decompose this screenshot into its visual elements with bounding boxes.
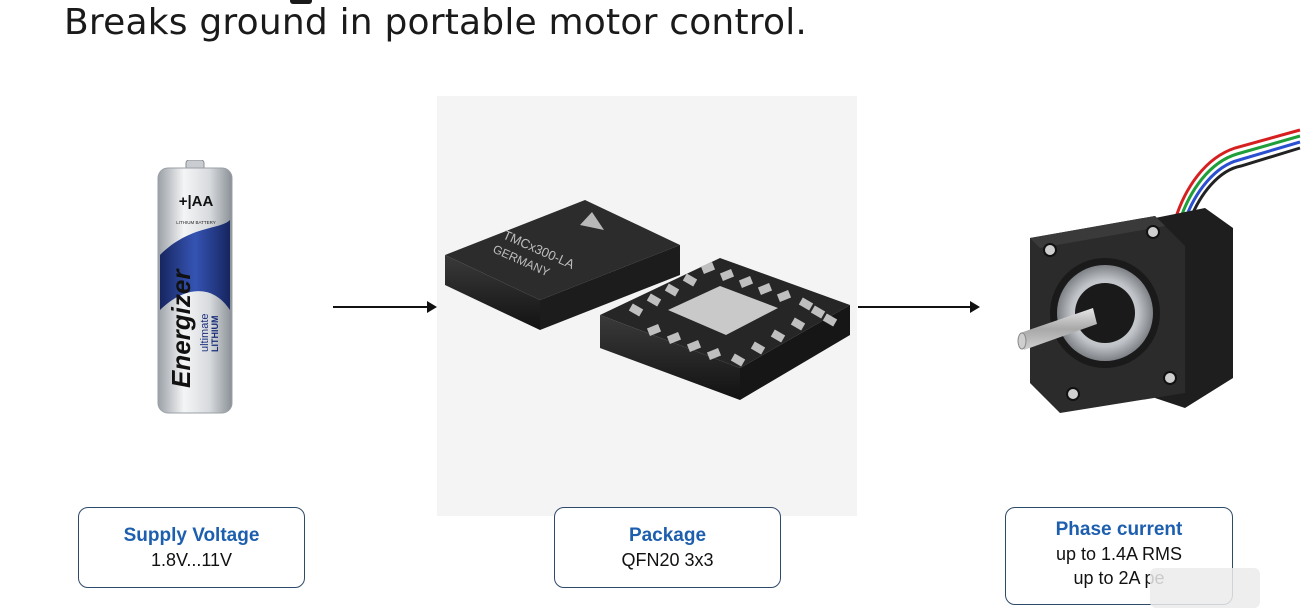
phase-current-peak: up to 2A pe bbox=[1073, 568, 1165, 588]
battery-brand: Energizer bbox=[166, 268, 196, 388]
supply-voltage-value: 1.8V...11V bbox=[150, 550, 233, 570]
supply-voltage-title: Supply Voltage bbox=[123, 525, 260, 546]
chip-image: TMCx300-LA GERMANY bbox=[445, 200, 850, 400]
phase-current-title: Phase current bbox=[1055, 519, 1183, 540]
battery-line2: LITHIUM bbox=[210, 316, 220, 353]
package-value: QFN20 3x3 bbox=[621, 550, 714, 570]
motor-image bbox=[1017, 128, 1301, 413]
battery-image: +|AA LITHIUM BATTERY Energizer ultimate … bbox=[157, 160, 233, 414]
supply-voltage-card: Supply Voltage 1.8V...11V bbox=[78, 507, 305, 588]
title-fragment bbox=[290, 0, 312, 4]
battery-line1: ultimate bbox=[199, 313, 211, 352]
battery-top-label: +|AA bbox=[179, 193, 214, 210]
arrow-chip-to-motor bbox=[858, 301, 980, 313]
arrow-battery-to-chip bbox=[333, 301, 437, 313]
watermark bbox=[1150, 568, 1260, 608]
phase-current-rms: up to 1.4A RMS bbox=[1055, 544, 1183, 564]
battery-small-label: LITHIUM BATTERY bbox=[176, 220, 216, 225]
slide-subtitle: Breaks ground in portable motor control. bbox=[64, 2, 808, 43]
package-card: Package QFN20 3x3 bbox=[554, 507, 781, 588]
package-title: Package bbox=[628, 525, 707, 546]
